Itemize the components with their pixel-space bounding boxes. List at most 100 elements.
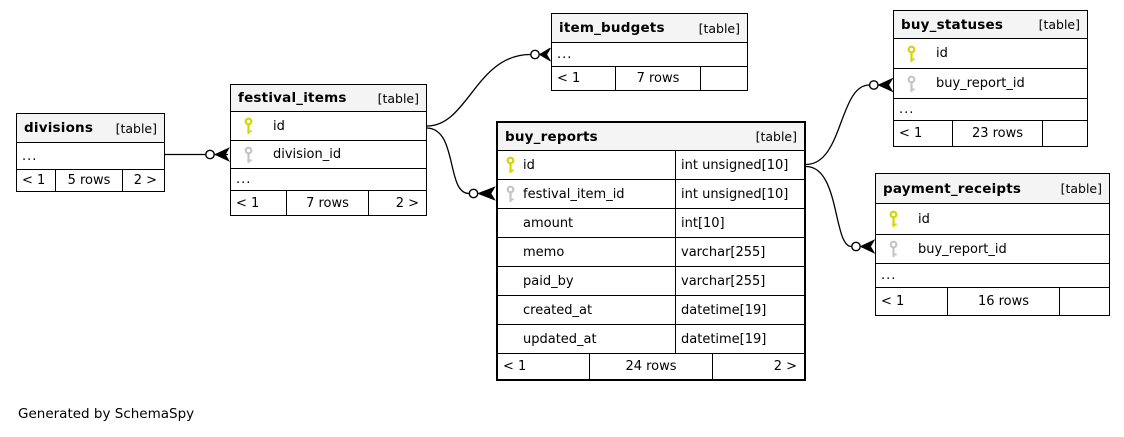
column-row: created_at datetime[19] <box>498 296 804 325</box>
pager-prev[interactable]: < 1 <box>552 67 616 90</box>
table-pager: < 1 23 rows <box>894 121 1087 146</box>
foreign-key-icon <box>888 240 899 258</box>
column-type: varchar[255] <box>681 244 766 260</box>
hidden-columns-ellipsis: ... <box>231 169 426 191</box>
column-row: memo varchar[255] <box>498 238 804 267</box>
relationship-festival-items-buy-reports <box>426 127 496 201</box>
foreign-key-icon <box>243 146 254 163</box>
row-count: 24 rows <box>590 354 713 379</box>
pager-next[interactable]: 2 > <box>133 173 157 188</box>
column-name: paid_by <box>523 273 574 289</box>
table-type-tag: [table] <box>1038 17 1080 32</box>
column-name: created_at <box>523 302 593 318</box>
column-row: id int unsigned[10] <box>498 151 804 180</box>
table-pager: < 1 16 rows <box>876 288 1109 315</box>
column-name: id <box>918 211 930 227</box>
primary-key-icon <box>906 45 917 62</box>
table-name-link[interactable]: payment_receipts <box>883 180 1022 197</box>
table-type-tag: [table] <box>1060 181 1102 196</box>
table-pager: < 1 7 rows <box>552 67 747 90</box>
column-name: division_id <box>273 147 342 162</box>
column-name: amount <box>523 215 574 231</box>
column-row: buy_report_id <box>894 69 1087 99</box>
primary-key-icon <box>505 156 516 174</box>
column-name: id <box>523 157 535 173</box>
table-type-tag: [table] <box>755 129 797 144</box>
column-name-cell: amount <box>498 209 676 237</box>
table-header: payment_receipts [table] <box>876 174 1109 204</box>
schemaspy-credit: Generated by SchemaSpy <box>18 406 195 422</box>
pager-prev[interactable]: < 1 <box>498 354 590 379</box>
table-header: festival_items [table] <box>231 85 426 112</box>
hidden-columns-ellipsis: ... <box>876 264 1109 288</box>
column-row: division_id <box>231 141 426 169</box>
row-count: 16 rows <box>948 288 1060 315</box>
table-name-link[interactable]: festival_items <box>238 90 347 106</box>
column-name-cell: paid_by <box>498 267 676 295</box>
table-header: buy_reports [table] <box>498 123 804 151</box>
table-header: divisions [table] <box>17 114 164 143</box>
column-name-cell: updated_at <box>498 325 676 353</box>
table-name-link[interactable]: buy_statuses <box>901 16 1004 33</box>
table-node-payment-receipts: payment_receipts [table] id buy_report_i… <box>875 173 1110 316</box>
table-name-link[interactable]: divisions <box>24 120 94 136</box>
column-row: festival_item_id int unsigned[10] <box>498 180 804 209</box>
table-pager: < 1 5 rows 2 > <box>17 170 164 191</box>
hidden-columns-ellipsis: ... <box>894 99 1087 121</box>
pager-next <box>701 67 747 90</box>
column-row: updated_at datetime[19] <box>498 325 804 354</box>
column-type: varchar[255] <box>681 273 766 289</box>
table-header: item_budgets [table] <box>552 14 747 43</box>
pager-prev[interactable]: < 1 <box>17 170 56 191</box>
foreign-key-icon <box>906 75 917 92</box>
row-count: 23 rows <box>953 121 1043 146</box>
hidden-columns-ellipsis: ... <box>17 143 164 170</box>
column-name: buy_report_id <box>918 241 1007 257</box>
foreign-key-icon <box>505 185 516 203</box>
column-type: datetime[19] <box>681 331 767 347</box>
table-pager: < 1 24 rows 2 > <box>498 354 804 379</box>
column-name-cell: memo <box>498 238 676 266</box>
table-pager: < 1 7 rows 2 > <box>231 191 426 215</box>
pager-prev[interactable]: < 1 <box>894 121 953 146</box>
table-type-tag: [table] <box>115 120 157 136</box>
pager-prev[interactable]: < 1 <box>231 191 287 215</box>
table-name-link[interactable]: buy_reports <box>505 128 598 145</box>
table-node-festival-items: festival_items [table] id division_id ..… <box>230 84 427 216</box>
column-type: datetime[19] <box>681 302 767 318</box>
primary-key-icon <box>888 210 899 228</box>
pager-next <box>1060 288 1109 315</box>
relationship-buy-reports-payment-receipts <box>805 165 876 254</box>
column-type: int unsigned[10] <box>681 157 789 173</box>
table-header: buy_statuses [table] <box>894 11 1087 39</box>
row-count: 7 rows <box>287 191 369 215</box>
relationship-buy-reports-buy-statuses <box>805 77 894 166</box>
relationship-divisions-festival-items <box>165 147 230 162</box>
row-count: 5 rows <box>56 170 123 191</box>
pager-next <box>1043 121 1087 146</box>
column-name: id <box>273 118 285 134</box>
column-name: festival_item_id <box>523 186 625 202</box>
column-row: id <box>894 39 1087 69</box>
column-row: paid_by varchar[255] <box>498 267 804 296</box>
table-node-item-budgets: item_budgets [table] ... < 1 7 rows <box>551 13 748 91</box>
pager-next[interactable]: 2 > <box>773 359 797 374</box>
table-type-tag: [table] <box>377 90 419 106</box>
column-name: memo <box>523 244 565 260</box>
pager-prev[interactable]: < 1 <box>876 288 948 315</box>
column-name: id <box>936 46 948 61</box>
primary-key-icon <box>243 117 254 135</box>
column-row: id <box>876 204 1109 235</box>
table-type-tag: [table] <box>698 20 740 36</box>
column-type: int unsigned[10] <box>681 186 789 202</box>
column-type: int[10] <box>681 215 725 231</box>
pager-next[interactable]: 2 > <box>395 195 419 211</box>
column-name-cell: created_at <box>498 296 676 324</box>
relationship-festival-items-item-budgets <box>426 47 551 127</box>
row-count: 7 rows <box>616 67 701 90</box>
column-name-cell: id <box>498 151 676 179</box>
column-name: buy_report_id <box>936 76 1025 91</box>
table-name-link[interactable]: item_budgets <box>559 20 665 36</box>
